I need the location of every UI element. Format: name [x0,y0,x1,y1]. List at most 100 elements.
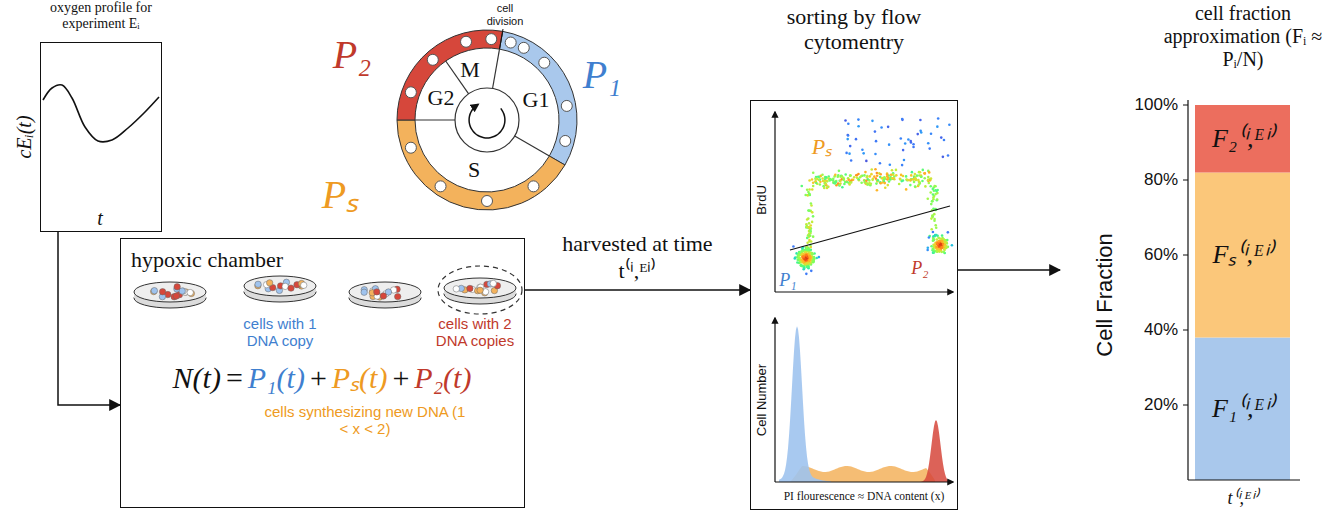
cell-dot [539,57,550,68]
scatter-point [888,143,891,146]
scatter-point [930,177,933,180]
axis-tick [1183,105,1188,106]
scatter-point [927,142,930,145]
scatter-point [862,152,865,155]
scatter-point [879,162,882,165]
scatter-point [809,194,812,197]
scatter-point [938,250,941,253]
scatter-point [797,254,800,257]
scatter-point [933,251,936,254]
scatter-point [901,118,904,121]
cell-dot [461,36,472,47]
scatter-point [841,186,844,189]
scatter-point [806,188,809,191]
scatter-point [857,125,860,128]
scatter-point [825,176,828,179]
scatter-point [801,261,804,264]
scatter-point [819,183,822,186]
scatter-point [923,172,926,175]
scatter-point [869,175,872,178]
scatter-point [934,224,937,227]
scatter-point [800,185,803,188]
scatter-point [868,179,871,182]
scatter-point [797,256,800,259]
scatter-point [901,119,904,122]
scatter-point [927,179,930,182]
scatter-point [835,180,838,183]
scatter-point [930,245,933,248]
axis [774,112,775,292]
scatter-point [921,169,924,172]
scatter-point [844,119,847,122]
scatter-point [926,197,929,200]
cell-dot [435,181,446,192]
scatter-point [944,241,947,244]
cell-dot [301,282,307,288]
scatter-point [935,234,938,237]
cell-dot [187,289,193,295]
scatter-point [812,182,815,185]
petri-dish [134,282,206,308]
scatter-point [923,177,926,180]
scatter-point [811,252,814,255]
scatter-point [874,130,877,133]
scatter-point [812,260,815,263]
scatter-point [804,251,807,254]
scatter-point [838,184,841,187]
scatter-point [910,174,913,177]
scatter-point [918,171,921,174]
scatter-point [812,215,815,218]
scatter-point [805,262,808,265]
scatter-point [921,180,924,183]
scatter-point [914,173,917,176]
scatter-point [856,177,859,180]
axis [775,291,953,292]
flow-arrow [958,269,1060,271]
scatter-point [865,179,868,182]
scatter-point [944,245,947,248]
scatter-point [931,188,934,191]
scatter-point [808,259,811,262]
cell-dot [159,289,165,295]
scatter-point [853,176,856,179]
scatter-point [813,256,816,259]
scatter-point [812,235,815,238]
scatter-point [933,219,936,222]
scatter-point [824,176,827,179]
scatter-point [838,170,841,173]
text-label: PI flourescence ≈ DNA content (x) [784,490,945,503]
scatter-point [800,250,803,253]
scatter-point [938,250,941,253]
text-label: N(t) [173,361,221,396]
scatter-point [857,173,860,176]
scatter-point [806,237,809,240]
scatter-point [876,189,879,192]
scatter-point [848,183,851,186]
scatter-point [866,176,869,179]
scatter-point [943,248,946,251]
scatter-point [935,190,938,193]
text-label: BrdU [755,185,770,215]
scatter-point [905,188,908,191]
scatter-point [883,176,886,179]
scatter-point [828,179,831,182]
scatter-point [796,261,799,264]
scatter-point [895,169,898,172]
scatter-point [808,227,811,230]
scatter-point [808,222,811,225]
axis [774,318,775,482]
scatter-point [870,168,873,171]
scatter-point [805,225,808,228]
scatter-point [914,186,917,189]
scatter-point [811,178,814,181]
cell-dot [405,142,416,153]
scatter-point [907,179,910,182]
scatter-point [812,185,815,188]
plot-frame [40,42,162,232]
scatter-point [807,209,810,212]
scatter-point [808,252,811,255]
scatter-point [928,182,931,185]
scatter-point [812,260,815,263]
scatter-point [811,188,814,191]
